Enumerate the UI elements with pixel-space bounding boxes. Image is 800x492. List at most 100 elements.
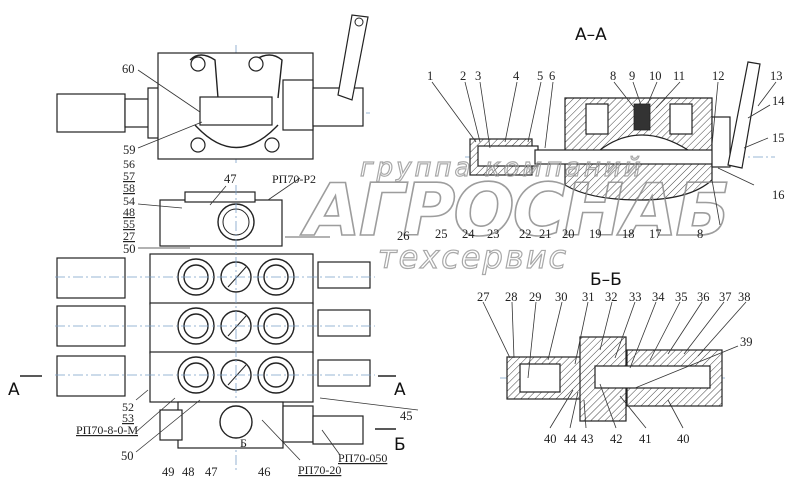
callout-aa-10: 10 [649,69,662,83]
leader [614,301,636,359]
callout-rp70-050: РП70-050 [338,451,387,465]
check-valve [633,103,651,131]
work-port-inner [263,264,289,290]
top-view [56,14,370,165]
callout-bb-27: 27 [477,290,490,304]
callout-58: 58 [123,181,135,195]
callout-bb-39: 39 [740,335,753,349]
callout-48b: 48 [182,465,195,479]
leader [544,81,554,149]
leader [683,301,725,355]
callout-aa-25: 25 [435,227,448,241]
leader [629,301,657,369]
outlet-section [159,199,283,247]
spool-end [317,261,371,289]
callout-aa-12: 12 [712,69,725,83]
section-bb-title: Б–Б [590,270,622,290]
callout-60: 60 [122,62,135,76]
leader [711,81,719,146]
leader [511,301,515,359]
callout-bb-35: 35 [675,290,688,304]
callout-47b: 47 [205,465,218,479]
leader [711,179,721,226]
section-mark-a-left: А [8,380,20,400]
spool-end [317,309,371,337]
outlet-top [184,191,256,203]
callout-aa-6: 6 [549,69,555,83]
callout-55: 55 [123,217,135,231]
leader [135,397,176,433]
callout-aa-4: 4 [513,69,520,83]
callout-aa-8b: 8 [697,227,703,241]
callout-aa-9: 9 [629,69,635,83]
spool-cap [56,257,126,299]
section-mark-a-right: А [394,380,406,400]
leader [319,397,419,411]
section-body [149,253,314,305]
callout-aa-24: 24 [462,227,475,241]
leader [619,395,647,429]
leader [717,167,755,186]
callout-rp70-p2: РП70-Р2 [272,172,316,186]
leader [697,301,747,357]
callout-46: 46 [258,465,271,479]
bolt [190,137,206,153]
section-bb: Б–Б [500,270,725,422]
callout-bb-31: 31 [582,290,595,304]
labels-bb: 27 28 29 30 31 32 33 34 35 36 37 38 39 4… [477,290,753,446]
section-mark-b: Б [394,435,406,455]
leader [757,81,777,107]
bolt [190,56,206,72]
leader [547,301,563,361]
section-aa-title: А–А [575,25,607,45]
leader [632,81,643,109]
leader [137,203,183,209]
relief-valve [312,415,364,445]
callout-bb-37: 37 [719,290,732,304]
leader [137,121,203,149]
callout-rp70-20: РП70-20 [298,463,341,477]
body-end-right [282,79,314,131]
leader [549,389,574,429]
lever-housing [312,87,364,127]
leader [135,389,149,401]
leader [479,81,491,149]
leader [583,399,587,429]
control-lever [337,14,369,101]
callout-50b: 50 [121,449,134,463]
callout-aa-1: 1 [427,69,433,83]
callout-bb-41: 41 [639,432,652,446]
callout-bb-36: 36 [697,290,710,304]
watermark: группа компаний АГРОСНАБ техсервис [299,152,731,276]
leader [667,301,703,355]
callout-rp70-8-0-m: РП70-8-0-М [76,423,138,437]
inlet-port [219,405,253,439]
callout-bb-40: 40 [544,432,557,446]
section-mark-b-inner: Б [240,436,247,450]
work-port-inner [263,313,289,339]
callout-bb-34: 34 [652,290,665,304]
watermark-line1: группа компаний [360,153,644,183]
callout-aa-22: 22 [519,227,532,241]
leader [574,301,589,365]
leader [743,137,769,149]
lever-pin [354,17,364,27]
callout-aa-2: 2 [460,69,466,83]
callout-49: 49 [162,465,175,479]
spool-end [317,359,371,387]
callout-aa-23: 23 [487,227,500,241]
leader [464,81,481,143]
leader [431,81,477,143]
leader [137,69,201,113]
callout-57: 57 [123,169,135,183]
relief-body [282,405,314,443]
front-view: А А Б Б [8,185,406,470]
callout-bb-38: 38 [738,290,751,304]
leader [667,399,684,429]
leader [634,345,739,389]
callout-bb-28: 28 [505,290,518,304]
spring-chamber [519,363,561,393]
callout-45: 45 [400,409,413,423]
callout-59: 59 [123,143,136,157]
